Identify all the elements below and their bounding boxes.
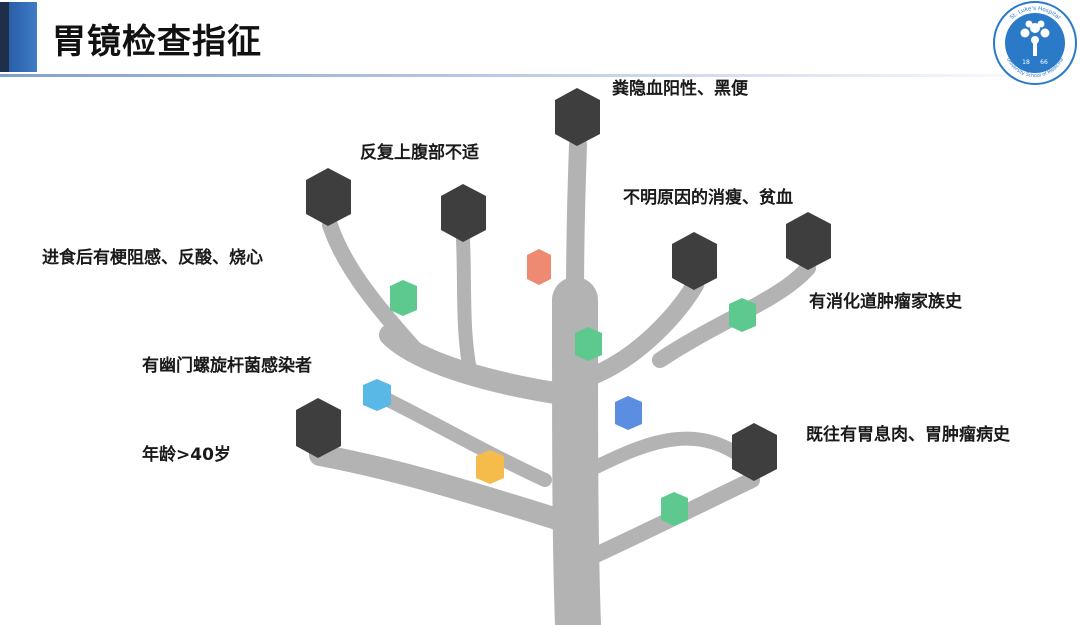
indication-label: 有幽门螺旋杆菌感染者 xyxy=(142,356,312,376)
green-hexagon xyxy=(661,492,688,526)
tree-trunk-and-branches xyxy=(309,136,816,625)
svg-text:66: 66 xyxy=(1040,59,1048,66)
indication-label: 有消化道肿瘤家族史 xyxy=(809,292,962,312)
node-hexagon xyxy=(786,212,831,270)
green-hexagon xyxy=(729,298,756,332)
indication-label: 反复上腹部不适 xyxy=(360,143,479,163)
indication-label: 既往有胃息肉、胃肿瘤病史 xyxy=(806,425,1010,445)
node-hexagon xyxy=(555,88,600,146)
green-hexagon xyxy=(390,280,417,316)
node-hexagon xyxy=(306,168,351,226)
svg-text:18: 18 xyxy=(1022,59,1030,66)
title-underline xyxy=(0,74,1080,77)
node-hexagon xyxy=(672,232,717,290)
header-accent-dark xyxy=(0,2,9,72)
green-hexagon xyxy=(575,327,602,361)
salmon-hexagon xyxy=(527,249,551,285)
indication-label: 不明原因的消瘦、贫血 xyxy=(623,188,793,208)
node-hexagon xyxy=(732,423,777,481)
blue-hexagon xyxy=(615,396,642,430)
indication-label: 进食后有梗阻感、反酸、烧心 xyxy=(42,248,263,268)
node-hexagon xyxy=(441,184,486,242)
hospital-logo: St. Luke's Hospital University School of… xyxy=(993,1,1077,85)
header-accent-blue xyxy=(9,2,37,72)
node-hexagon xyxy=(296,398,341,458)
slide-title: 胃镜检查指征 xyxy=(52,22,262,62)
sky-hexagon xyxy=(363,379,391,411)
orange-hexagon xyxy=(476,450,504,484)
indication-label: 年龄>40岁 xyxy=(142,445,231,465)
indication-label: 粪隐血阳性、黑便 xyxy=(612,79,748,99)
